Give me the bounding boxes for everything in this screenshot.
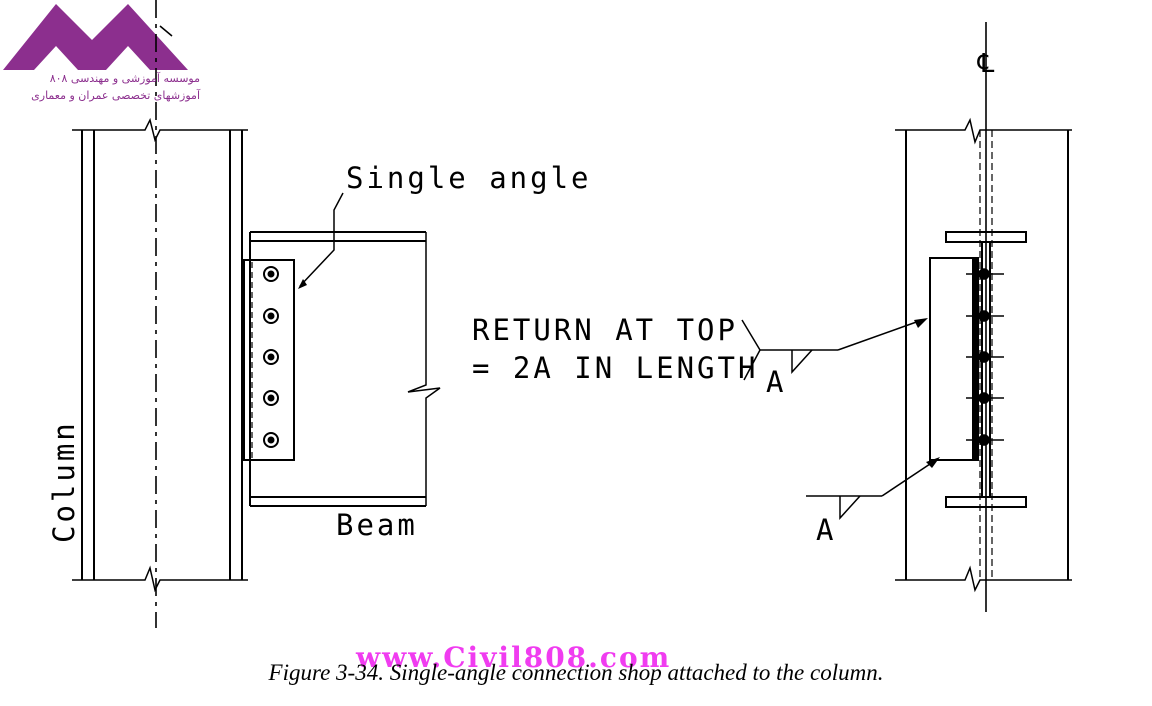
return-note-line2: = 2A IN LENGTH [472, 351, 758, 385]
logo-text-line1: موسسه آموزشی و مهندسی ۸۰۸ [49, 72, 200, 85]
single-angle-section [929, 257, 979, 461]
beam-label: Beam [336, 508, 418, 542]
column-label: Column [47, 420, 81, 543]
bolt-group [263, 266, 279, 448]
weld-arrow-icon [914, 318, 928, 328]
single-angle [243, 259, 295, 461]
institute-logo [3, 4, 188, 70]
figure-caption: Figure 3-34. Single-angle connection sho… [268, 660, 884, 685]
bolt [263, 308, 279, 324]
bolt [263, 390, 279, 406]
leader-arrow-icon [298, 279, 307, 289]
weld-size-label-lower: A [816, 513, 833, 547]
logo-mark-icon [3, 4, 188, 70]
weld-symbol-lower [806, 459, 937, 520]
column-break-top [72, 117, 248, 143]
weld-symbol-upper [741, 319, 923, 381]
bolt [263, 432, 279, 448]
bolt [263, 266, 279, 282]
column-break-bottom [895, 565, 1072, 593]
column-break-top [895, 117, 1072, 145]
bolt [263, 349, 279, 365]
weld-size-label-upper: A [766, 365, 783, 399]
centerline-symbol-mark [159, 25, 173, 37]
single-angle-leader [299, 192, 344, 287]
beam-section [945, 231, 1027, 508]
single-angle-label: Single angle [346, 161, 592, 195]
column-break-bottom [72, 565, 248, 593]
centerline-symbol-icon: ℄ [977, 49, 995, 79]
bolt-lines [966, 268, 1004, 446]
weld-fill [972, 258, 978, 460]
logo-text-line2: آموزشهای تخصصی عمران و معماری [31, 89, 200, 102]
weld-arrow-icon [926, 457, 940, 468]
watermark-url: www.Civil808.com [356, 641, 672, 674]
return-note-line1: RETURN AT TOP [472, 313, 738, 347]
